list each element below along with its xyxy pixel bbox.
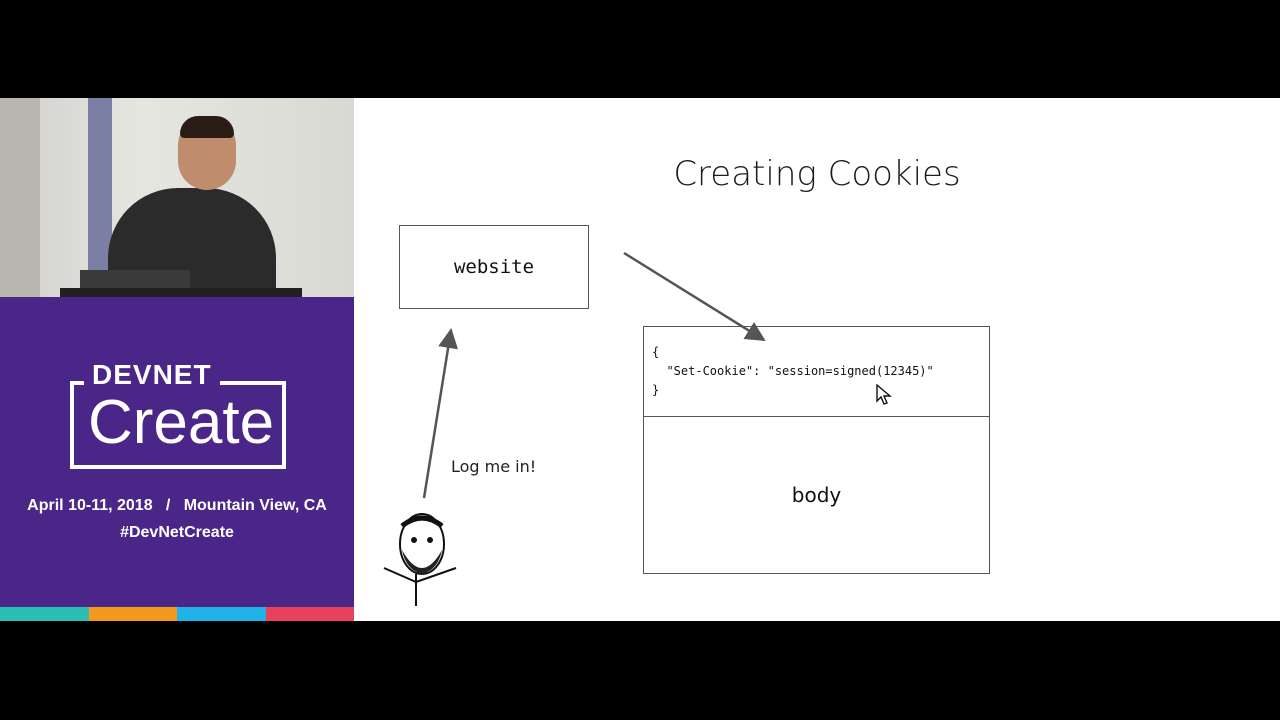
arrow-user-to-website	[424, 330, 451, 498]
event-branding: DEVNET Create April 10-11, 2018 / Mounta…	[0, 297, 354, 621]
left-panel: DEVNET Create April 10-11, 2018 / Mounta…	[0, 98, 354, 621]
event-date-location: April 10-11, 2018 / Mountain View, CA	[0, 497, 354, 515]
brand-color-stripe	[0, 607, 354, 621]
event-hashtag: #DevNetCreate	[0, 524, 354, 542]
speaker-camera-feed	[0, 98, 354, 297]
arrow-website-to-response	[624, 253, 764, 340]
mouse-cursor-icon	[876, 384, 892, 406]
presentation-slide: Creating Cookies website { "Set-Cookie":…	[354, 98, 1280, 621]
camera-wall	[0, 98, 40, 297]
speaker-desk	[60, 288, 302, 297]
stripe-teal	[0, 607, 89, 621]
speaker-hair	[180, 116, 234, 138]
stripe-blue	[177, 607, 266, 621]
stripe-orange	[89, 607, 178, 621]
brand-create-text: Create	[88, 387, 274, 459]
stripe-red	[266, 607, 355, 621]
video-frame: DEVNET Create April 10-11, 2018 / Mounta…	[0, 98, 1280, 621]
user-doodle-icon	[380, 508, 462, 612]
diagram-arrows	[354, 98, 1280, 621]
